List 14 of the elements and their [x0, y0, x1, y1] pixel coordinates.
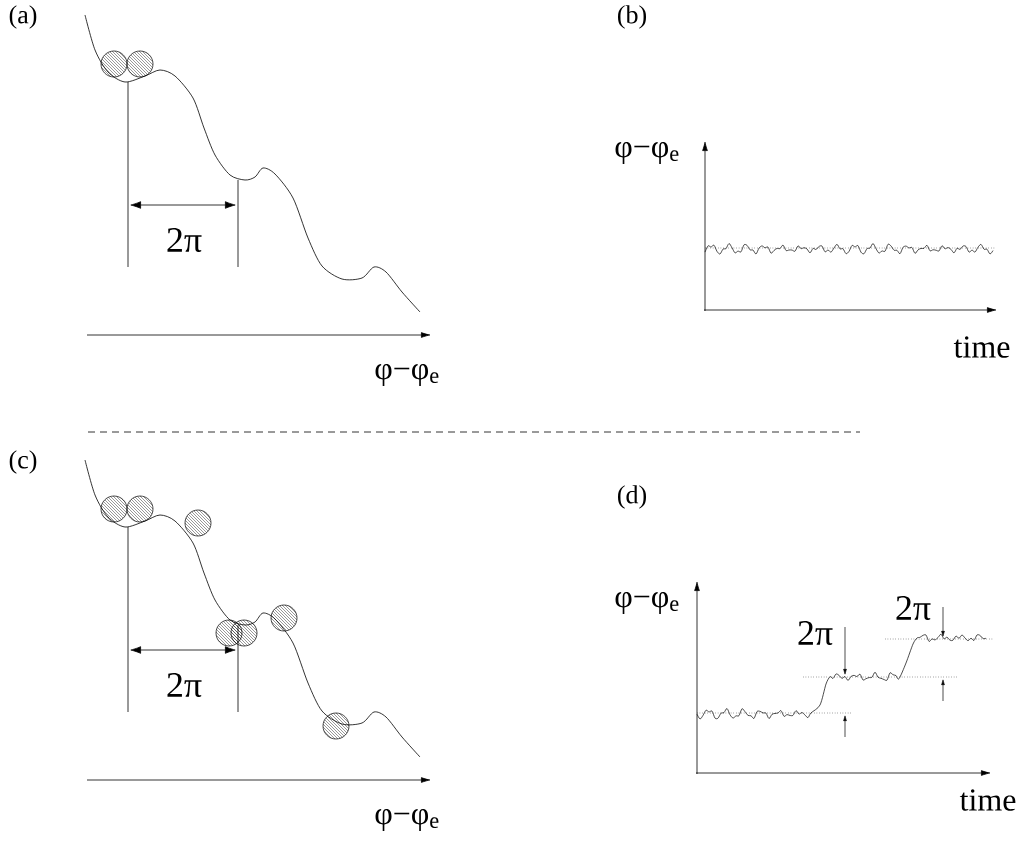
- panel-label: (b): [618, 5, 646, 29]
- axis-label: time: [953, 336, 1010, 358]
- axis-label: φ−φ$_{e}$: [375, 364, 439, 386]
- panel-label: (d): [618, 485, 646, 509]
- period-label: 2π: [167, 672, 202, 698]
- axis-label: time: [959, 789, 1016, 811]
- panel-label: (c): [9, 450, 37, 474]
- axis-label: φ−φ$_{e}$: [375, 809, 439, 831]
- axis-label: φ−φ$_{e}$: [615, 592, 679, 614]
- panel-label: (a): [9, 5, 37, 29]
- axis-label: φ−φ$_{e}$: [615, 142, 679, 164]
- period-label: 2π: [167, 227, 202, 253]
- period-label: 2π: [798, 620, 833, 646]
- period-label: 2π: [896, 595, 931, 621]
